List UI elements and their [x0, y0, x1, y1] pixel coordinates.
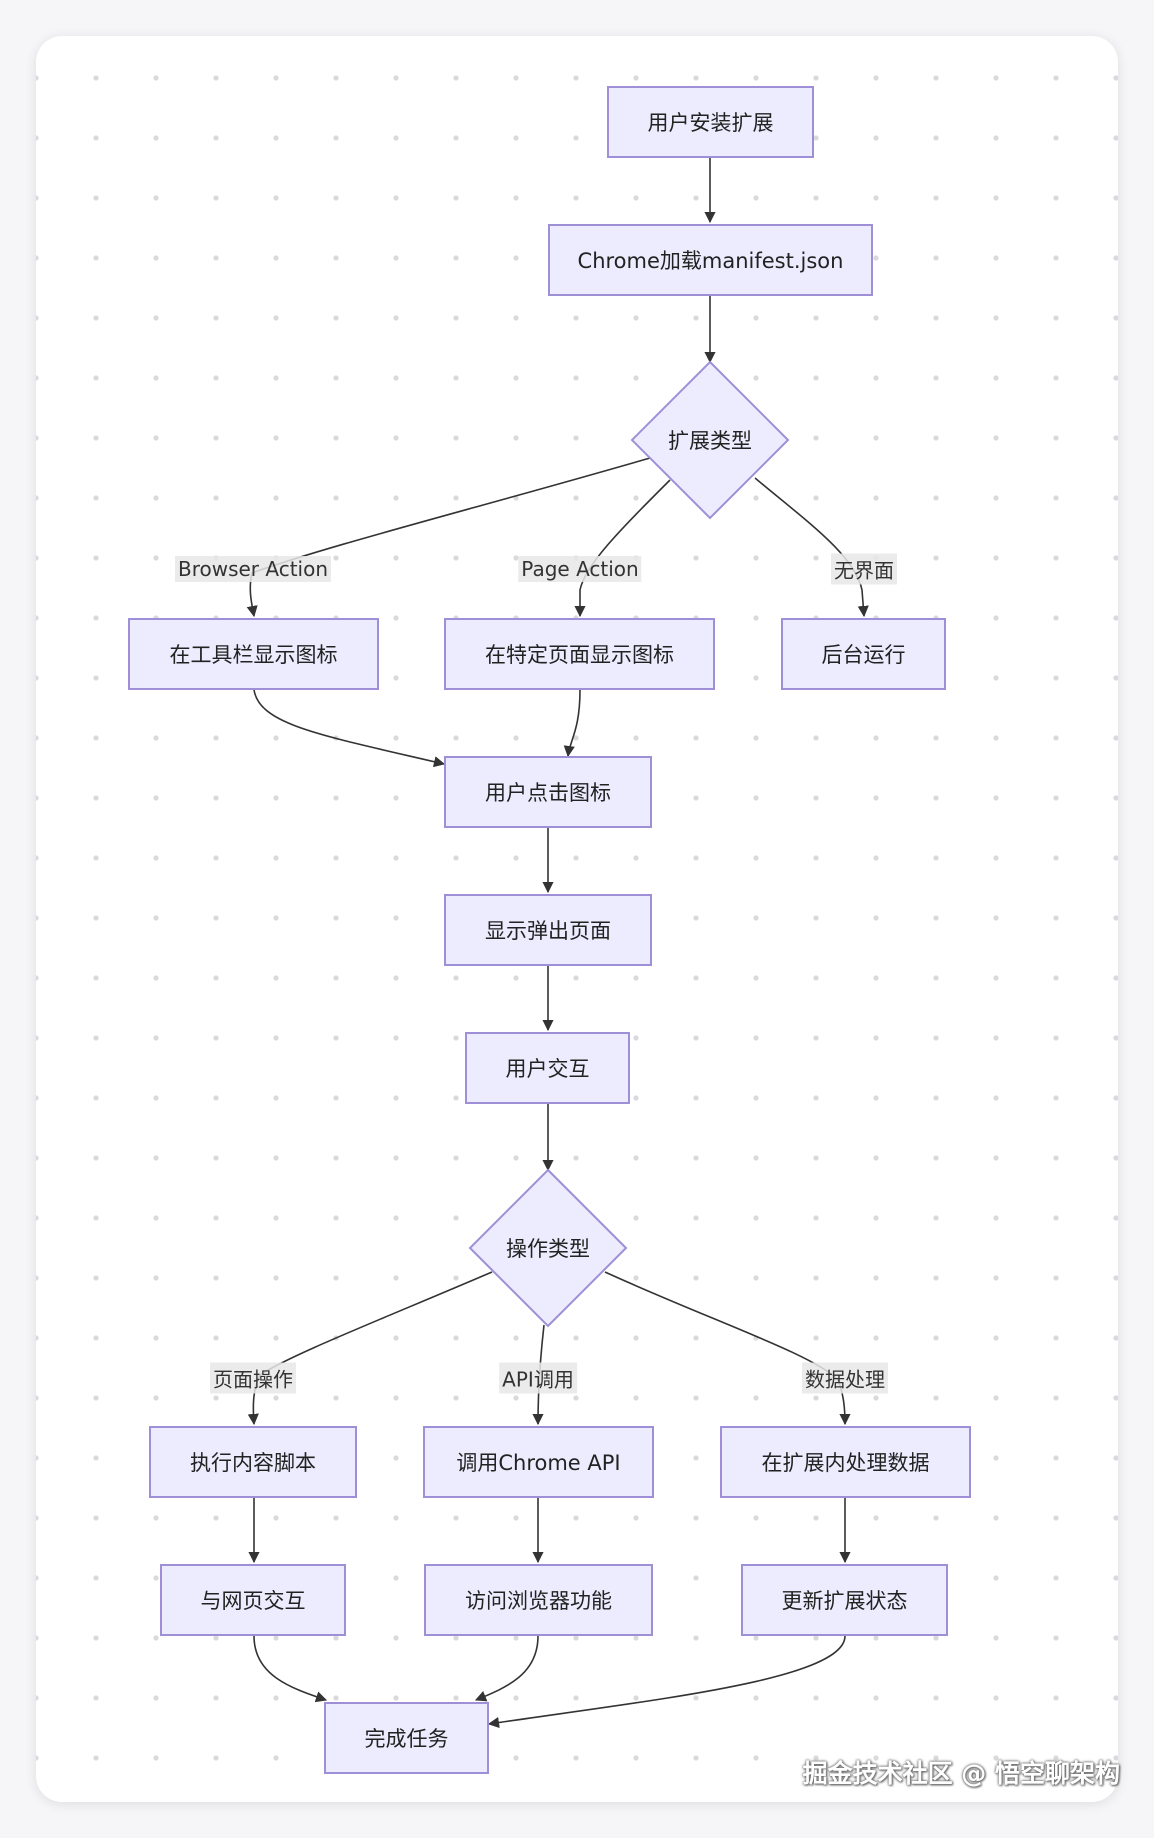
edge-label-no-ui: 无界面 [831, 553, 897, 585]
edge-optype-to-data [604, 1271, 851, 1426]
edge-web-to-done [253, 1635, 328, 1703]
node-task-complete: 完成任务 [324, 1702, 489, 1774]
node-show-popup: 显示弹出页面 [444, 894, 652, 966]
node-user-interact: 用户交互 [465, 1032, 630, 1104]
node-background-run: 后台运行 [781, 618, 946, 690]
node-process-data: 在扩展内处理数据 [720, 1426, 971, 1498]
edge-page-to-click [563, 689, 581, 758]
node-content-script: 执行内容脚本 [149, 1426, 357, 1498]
edge-toolbar-to-click [253, 689, 446, 768]
diamond-ext-type [630, 360, 790, 520]
node-install-extension: 用户安装扩展 [607, 86, 814, 158]
edge-type-to-page [574, 479, 671, 618]
node-browser-features: 访问浏览器功能 [424, 1564, 653, 1636]
node-web-interact: 与网页交互 [160, 1564, 346, 1636]
edge-browser-to-done [474, 1635, 539, 1702]
node-extension-type: 扩展类型 [668, 429, 752, 453]
edge-type-to-toolbar [246, 457, 651, 618]
watermark: 掘金技术社区 @ 悟空聊架构 [802, 1759, 1120, 1788]
node-update-state: 更新扩展状态 [741, 1564, 948, 1636]
edge-label-page-op: 页面操作 [210, 1362, 296, 1394]
node-load-manifest: Chrome加载manifest.json [548, 224, 873, 296]
node-toolbar-icon: 在工具栏显示图标 [128, 618, 379, 690]
edge-label-browser-action: Browser Action [174, 556, 332, 582]
edge-type-to-background [754, 477, 869, 618]
edge-label-page-action: Page Action [518, 556, 642, 582]
edge-label-data-proc: 数据处理 [802, 1362, 888, 1394]
node-call-chrome-api: 调用Chrome API [423, 1426, 654, 1498]
edge-optype-to-content [247, 1271, 493, 1426]
edge-label-api-call: API调用 [499, 1362, 577, 1394]
node-page-icon: 在特定页面显示图标 [444, 618, 715, 690]
edge-update-to-done [487, 1635, 846, 1729]
node-operation-type: 操作类型 [506, 1237, 590, 1261]
node-click-icon: 用户点击图标 [444, 756, 652, 828]
diamond-op-type [468, 1168, 628, 1328]
